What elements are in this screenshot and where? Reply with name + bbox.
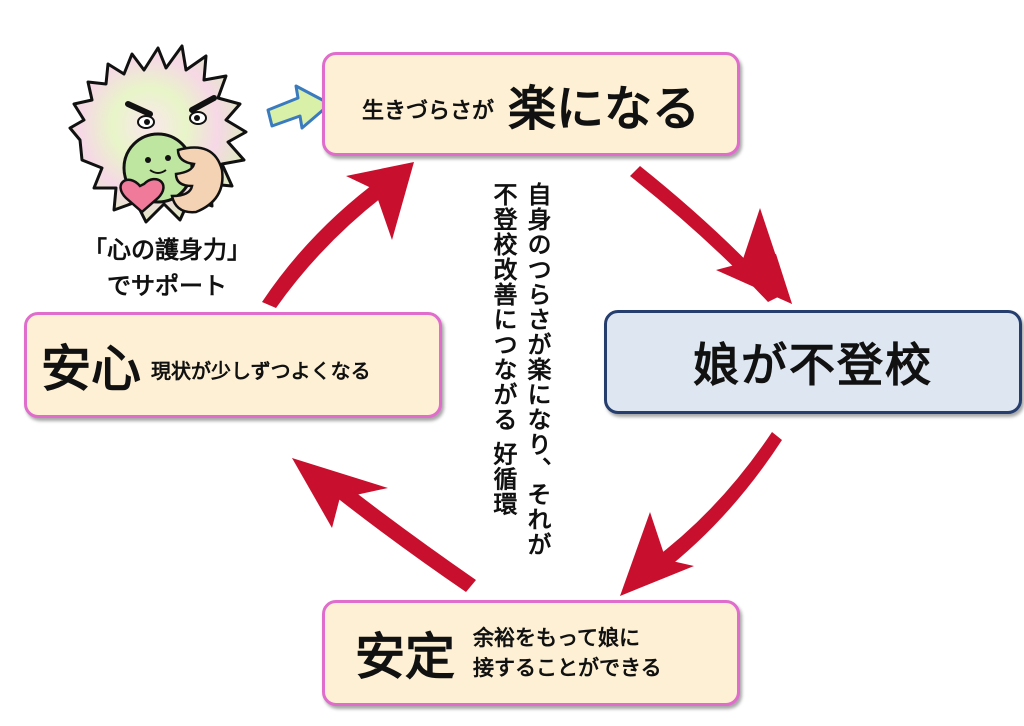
node-left-main: 安心 — [41, 340, 141, 398]
support-caption-line1: 「心の護身力」 — [83, 236, 251, 264]
arrow-top-to-right — [630, 166, 792, 304]
node-easier-to-live: 生きづらさが 楽になる — [322, 52, 740, 156]
node-top-prefix: 生きづらさが — [361, 99, 494, 124]
node-relief: 安心 現状が少しずつよくなる — [24, 312, 442, 418]
arrow-bottom-to-left — [292, 458, 476, 592]
center-text-column1: 自身のつらさが楽になり、それが — [523, 182, 551, 557]
node-bottom-desc: 余裕をもって娘に 接することができる — [473, 623, 662, 683]
center-text-column2: 不登校改善につながる 好循環 — [489, 182, 517, 517]
arrow-right-to-bottom — [620, 432, 782, 596]
node-top-main: 楽になる — [508, 81, 701, 137]
node-daughter-school-refusal: 娘が不登校 — [604, 310, 1022, 414]
support-caption-line2: でサポート — [107, 272, 227, 300]
support-arrow — [266, 84, 332, 130]
node-bottom-desc-line2: 接することができる — [473, 656, 662, 680]
node-left-desc: 現状が少しずつよくなる — [151, 358, 371, 383]
arrow-left-to-top — [262, 162, 414, 308]
node-right-main: 娘が不登校 — [693, 338, 933, 392]
mascot-illustration — [68, 44, 248, 224]
node-bottom-main: 安定 — [355, 628, 455, 686]
node-stability: 安定 余裕をもって娘に 接することができる — [322, 600, 740, 706]
node-bottom-desc-line1: 余裕をもって娘に — [473, 626, 640, 650]
